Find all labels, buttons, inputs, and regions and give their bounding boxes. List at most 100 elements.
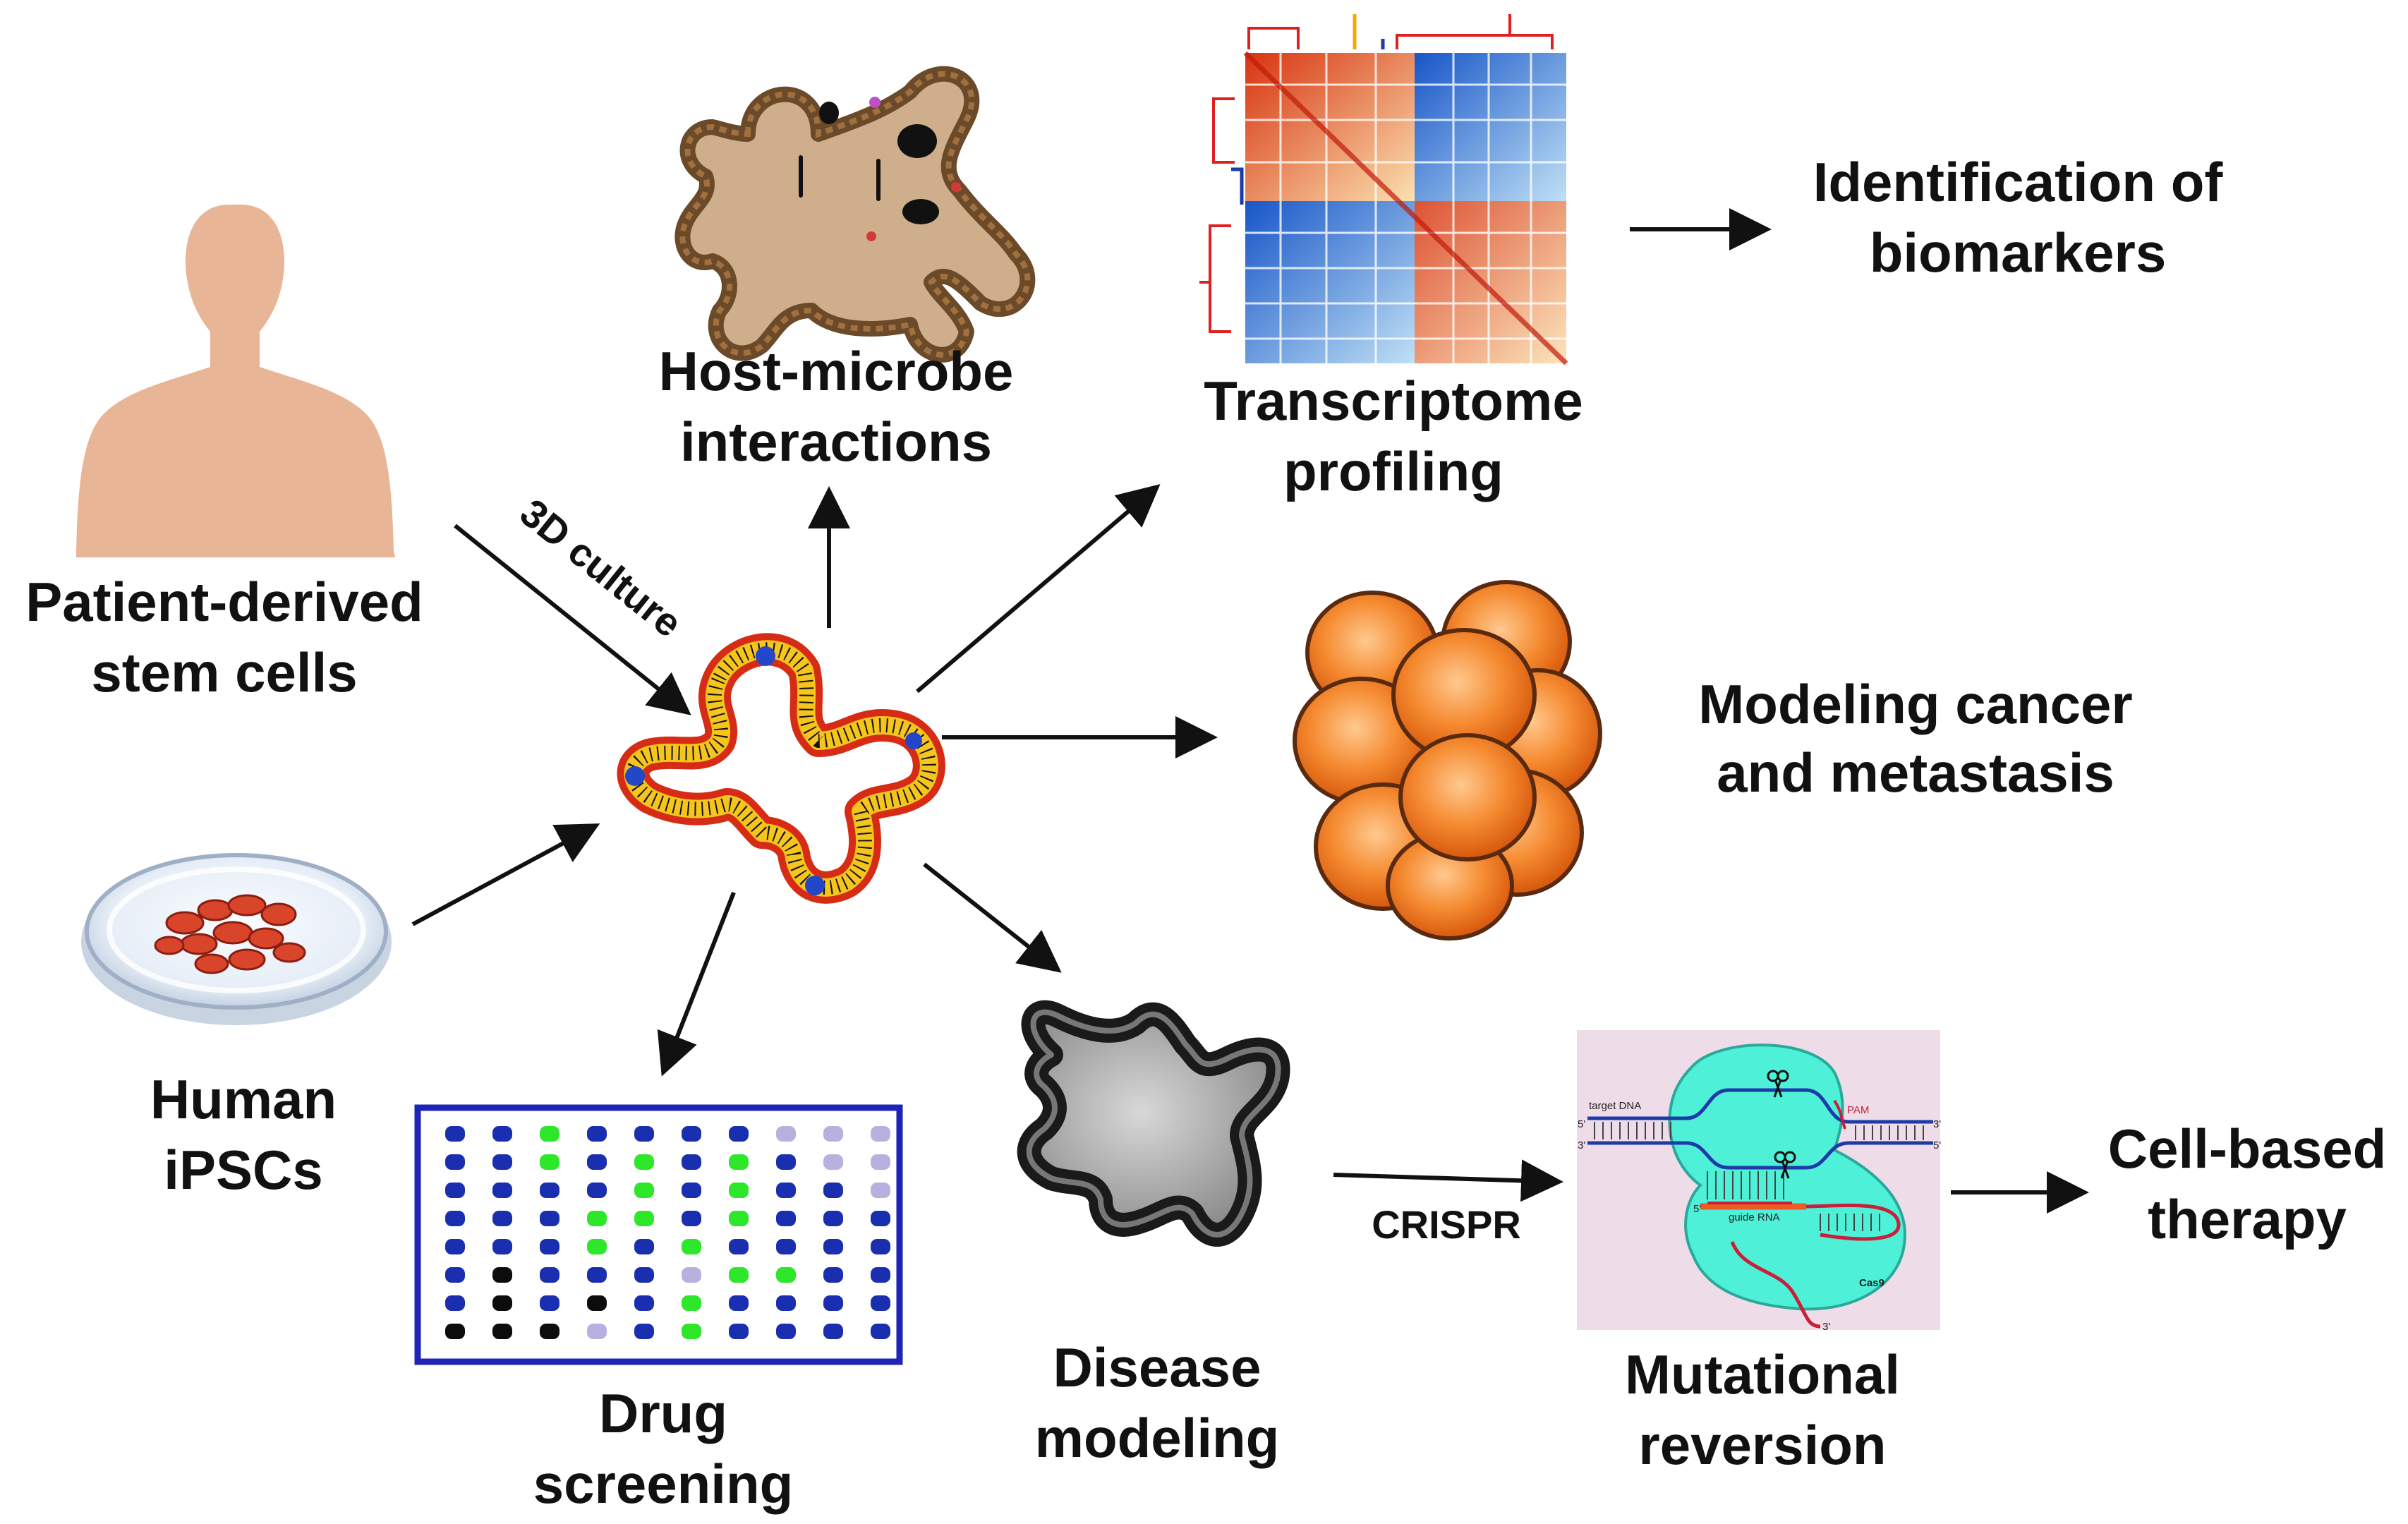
petri-dish-ipscs <box>81 853 392 1025</box>
plate-well <box>776 1154 796 1170</box>
plate-well <box>871 1154 890 1170</box>
patient-derived-label-line2: stem cells <box>91 641 357 703</box>
arrow-3d-culture <box>454 524 691 715</box>
plate-well <box>682 1267 701 1283</box>
plate-well <box>729 1183 749 1198</box>
plate-well <box>587 1324 607 1339</box>
plate-well <box>823 1239 843 1254</box>
plate-well <box>492 1267 512 1283</box>
arrow-to-disease-modeling <box>923 862 1062 973</box>
plate-border <box>414 1104 903 1365</box>
scissors-icon <box>1767 1070 1789 1098</box>
plate-well <box>823 1324 843 1339</box>
plate-well <box>823 1295 843 1311</box>
plate-well <box>634 1239 654 1254</box>
scissors-icon-lower <box>1774 1151 1796 1179</box>
plate-well <box>871 1126 890 1142</box>
plate-well <box>776 1126 796 1142</box>
plate-well <box>729 1295 749 1311</box>
three-prime-left: 3' <box>1578 1139 1585 1151</box>
central-organoid <box>617 633 945 904</box>
arrow-to-transcriptome <box>916 484 1161 694</box>
cancer-cell-cluster <box>1293 580 1602 941</box>
patient-derived-label-line1: Patient-derived <box>25 571 423 633</box>
disease-label-line2: modeling <box>1035 1407 1280 1469</box>
transcriptome-label-line1: Transcriptome <box>1204 370 1583 432</box>
plate-well <box>634 1154 654 1170</box>
plate-well <box>776 1324 796 1339</box>
human-ipscs-label-line1: Human <box>150 1068 337 1130</box>
drug-label-line1: Drug <box>599 1382 727 1444</box>
plate-well <box>682 1183 701 1198</box>
plate-well <box>634 1324 654 1339</box>
plate-well <box>587 1154 607 1170</box>
plate-well <box>492 1154 512 1170</box>
plate-well <box>871 1211 890 1226</box>
plate-well <box>634 1267 654 1283</box>
plate-well <box>587 1267 607 1283</box>
five-prime-guide: 5' <box>1693 1203 1701 1215</box>
plate-well <box>445 1295 465 1311</box>
biomarkers-label-line2: biomarkers <box>1870 222 2167 284</box>
plate-well <box>587 1211 607 1226</box>
plate-well <box>776 1183 796 1198</box>
plate-well <box>729 1154 749 1170</box>
mutational-label-line2: reversion <box>1638 1414 1886 1476</box>
transcriptome-label-line2: profiling <box>1283 440 1504 502</box>
plate-well <box>871 1295 890 1311</box>
host-microbe-label-line1: Host-microbe <box>659 340 1014 402</box>
cancer-label-line1: Modeling cancer <box>1698 673 2132 735</box>
cancer-label-line2: and metastasis <box>1717 742 2114 804</box>
plate-well <box>492 1183 512 1198</box>
plate-well <box>634 1295 654 1311</box>
crispr-label: CRISPR <box>1372 1202 1521 1247</box>
crispr-cas9-panel: target DNA PAM guide RNA Cas9 5' 3' 3' 5… <box>1577 1030 1941 1333</box>
transcriptome-heatmap <box>1199 14 1568 365</box>
plate-well <box>823 1126 843 1142</box>
plate-well <box>540 1126 559 1142</box>
plate-well <box>823 1183 843 1198</box>
plate-well <box>729 1126 749 1142</box>
plate-well <box>587 1239 607 1254</box>
drug-screening-plate <box>414 1104 903 1365</box>
patient-silhouette <box>76 205 395 557</box>
arrow-to-drug-screening <box>657 891 736 1077</box>
plate-well <box>682 1126 701 1142</box>
plate-well <box>445 1126 465 1142</box>
mutational-label-line1: Mutational <box>1625 1343 1900 1405</box>
five-prime-right: 5' <box>1933 1139 1941 1151</box>
plate-well <box>682 1324 701 1339</box>
arrow-from-ipscs <box>411 823 600 926</box>
plate-well <box>823 1154 843 1170</box>
plate-well <box>445 1183 465 1198</box>
plate-well <box>540 1267 559 1283</box>
plate-well <box>776 1239 796 1254</box>
plate-well <box>445 1267 465 1283</box>
target-dna-label: target DNA <box>1589 1100 1641 1112</box>
plate-well <box>776 1211 796 1226</box>
pam-label: PAM <box>1847 1104 1869 1116</box>
plate-well <box>682 1295 701 1311</box>
plate-well <box>445 1211 465 1226</box>
cas9-label: Cas9 <box>1859 1277 1884 1289</box>
plate-well <box>871 1324 890 1339</box>
three-prime-bottom: 3' <box>1822 1321 1830 1333</box>
disease-organoid <box>1017 1000 1290 1247</box>
therapy-label-line2: therapy <box>2148 1188 2347 1250</box>
plate-well <box>540 1183 559 1198</box>
plate-well <box>540 1295 559 1311</box>
plate-well <box>729 1324 749 1339</box>
plate-well <box>871 1239 890 1254</box>
plate-well <box>682 1211 701 1226</box>
plate-well <box>729 1267 749 1283</box>
plate-well <box>634 1126 654 1142</box>
human-ipscs-label-line2: iPSCs <box>164 1139 322 1201</box>
plate-well <box>871 1183 890 1198</box>
arrow-crispr <box>1333 1159 1563 1202</box>
plate-well <box>492 1324 512 1339</box>
plate-well <box>492 1126 512 1142</box>
plate-well <box>445 1239 465 1254</box>
host-microbe-organoid <box>674 66 1036 363</box>
plate-well <box>587 1126 607 1142</box>
